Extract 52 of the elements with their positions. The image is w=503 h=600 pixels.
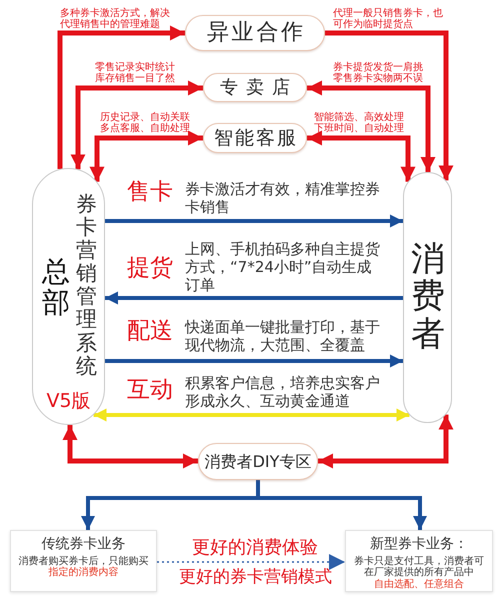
edge-label: 提货: [127, 257, 173, 280]
edge-label: 零售记录实时统计库存销售一目了然: [95, 62, 176, 84]
card-title: 新型券卡业务：: [370, 536, 468, 553]
edge-label: 券卡提货发货一肩挑零售券卡实物两不误: [333, 62, 424, 84]
arrow: [90, 130, 203, 182]
edge-label: 代理一般只销售券卡，也可作为临时提货点: [333, 8, 444, 30]
vertical-title: 总部: [42, 257, 70, 319]
description-text: 券卡激活才有效，精准掌控券卡销售: [185, 180, 381, 216]
rounded-node: [185, 15, 325, 51]
arrow: [307, 80, 436, 172]
node-title: 专卖店: [218, 76, 298, 98]
node-title: 消费者DIY专区: [204, 452, 312, 472]
arrow: [81, 496, 258, 530]
edge-label: 更好的消费体验: [192, 537, 318, 559]
arrow: [58, 26, 185, 169]
card-text: 券卡只是支付工具，消费者可在厂家提供的所有产品中: [353, 556, 485, 578]
node-title: 智能客服: [213, 126, 298, 150]
edge-label: 智能筛选、高效处理下班时间、自动处理: [314, 112, 405, 134]
arrow: [105, 354, 403, 368]
arrow: [318, 414, 454, 468]
arrow: [325, 30, 454, 180]
rounded-node: [198, 443, 318, 480]
rounded-node: [203, 123, 307, 153]
arrow: [70, 80, 203, 170]
headquarters-pill: [32, 168, 105, 425]
edge-label: 配送: [127, 320, 173, 343]
arrow: [94, 408, 410, 422]
description-text: 积累客户信息，培养忠实客户形成永久、互动黄金通道: [185, 374, 381, 410]
caption-text: 更好的券卡营销模式: [178, 567, 333, 588]
dotted-arrow: [157, 554, 345, 570]
rounded-node: [203, 73, 307, 102]
info-card: [345, 530, 493, 592]
description-text: 上网、手机拍码多种自主提货方式，“7*24小时”自动生成订单: [185, 240, 381, 294]
vertical-system-name: 券卡营销管理系统: [76, 193, 97, 378]
card-title: 传统券卡业务: [42, 536, 126, 553]
edge-label: 售卡: [127, 181, 173, 204]
edge-label: 互动: [127, 379, 173, 402]
vertical-title: 消费者: [411, 241, 445, 354]
arrow: [105, 214, 403, 228]
arrow: [105, 292, 403, 304]
edge-label: 多种券卡激活方式，解决代理销售中的管理难题: [60, 8, 171, 30]
card-highlight: 自由选配、任意组合: [374, 578, 464, 590]
consumer-pill: [403, 172, 452, 423]
description-text: 快递面单一键批量打印，基于现代物流，大范围、全覆盖: [185, 318, 381, 354]
version-label: V5版: [46, 391, 91, 413]
card-text: 消费者购买券卡后，只能购买: [18, 556, 150, 567]
card-highlight: 指定的消费内容: [48, 567, 118, 579]
arrow: [307, 130, 416, 182]
edge-label: 历史记录、自动关联多点客服、自助处理: [100, 112, 191, 134]
node-title: 异业合作: [206, 20, 306, 46]
arrow: [62, 425, 198, 468]
info-card: [10, 530, 157, 592]
